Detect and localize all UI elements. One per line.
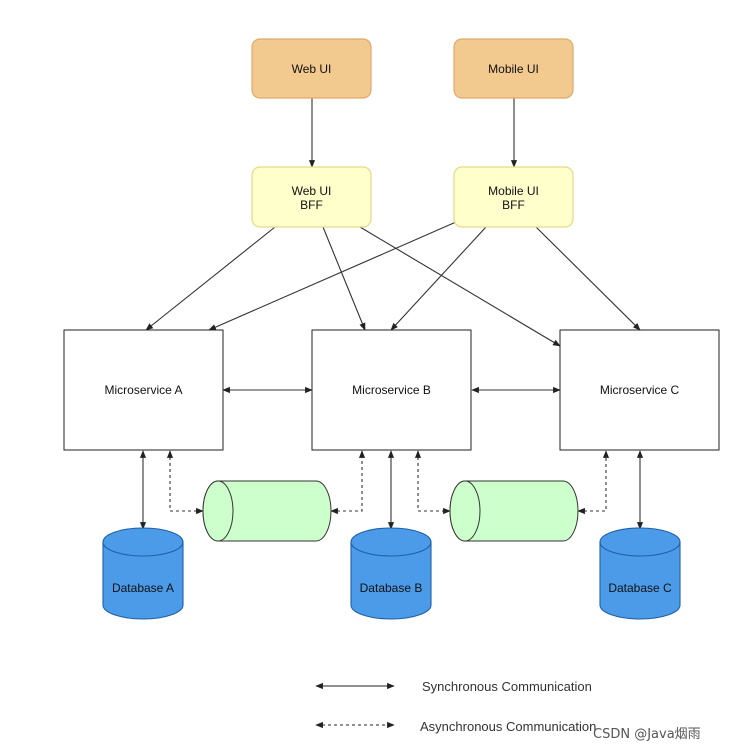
mobile-ui-box: Mobile UI	[453, 38, 574, 99]
microservice-a-label: Microservice A	[104, 383, 182, 397]
mobile-ui-label: Mobile UI	[488, 62, 539, 76]
connections	[139, 98, 644, 530]
ms-a-queue-1-async-arrow	[166, 450, 204, 515]
message-queue-2	[449, 480, 579, 542]
database-c-label: Database C	[608, 581, 672, 595]
web-ui-box: Web UI	[251, 38, 372, 99]
microservice-b-label: Microservice B	[352, 383, 431, 397]
web-bff-to-ms-c-arrow	[359, 226, 561, 347]
database-b: Database B	[350, 527, 432, 620]
microservice-a-box: Microservice A	[63, 329, 224, 451]
message-queue-1	[202, 480, 332, 542]
microservice-c-label: Microservice C	[600, 383, 680, 397]
mobile-bff-to-ms-c-arrow	[535, 226, 641, 331]
mobile-bff-to-ms-b-arrow	[390, 226, 487, 331]
web-bff-label-line-2: BFF	[300, 198, 323, 212]
watermark: CSDN @Java烟雨	[593, 727, 701, 742]
web-bff-label-line-1: Web UI	[292, 184, 332, 198]
legend-async-label: Asynchronous Communication	[420, 719, 596, 734]
web-bff-to-ms-b-arrow	[322, 226, 366, 331]
microservice-c-box: Microservice C	[559, 329, 720, 451]
microservice-b-box: Microservice B	[311, 329, 472, 451]
web-ui-label: Web UI	[292, 62, 332, 76]
legend: Synchronous Communication Asynchronous C…	[315, 679, 596, 734]
legend-sync-label: Synchronous Communication	[422, 679, 592, 694]
database-b-label: Database B	[360, 581, 423, 595]
mobile-bff-label-line-2: BFF	[502, 198, 525, 212]
web-ui-bff-box: Web UI BFF	[251, 166, 372, 228]
async-connections	[166, 450, 610, 515]
database-a-label: Database A	[112, 581, 174, 595]
mobile-bff-to-ms-a-arrow	[208, 221, 457, 331]
queue-1-ms-b-async-arrow	[330, 450, 366, 515]
web-bff-to-ms-a-arrow	[145, 226, 276, 331]
database-c: Database C	[599, 527, 681, 620]
mobile-bff-label-line-1: Mobile UI	[488, 184, 539, 198]
database-a: Database A	[102, 527, 184, 620]
queue-2-ms-c-async-arrow	[577, 450, 610, 515]
mobile-ui-bff-box: Mobile UI BFF	[453, 166, 574, 228]
ms-b-queue-2-async-arrow	[414, 450, 451, 515]
